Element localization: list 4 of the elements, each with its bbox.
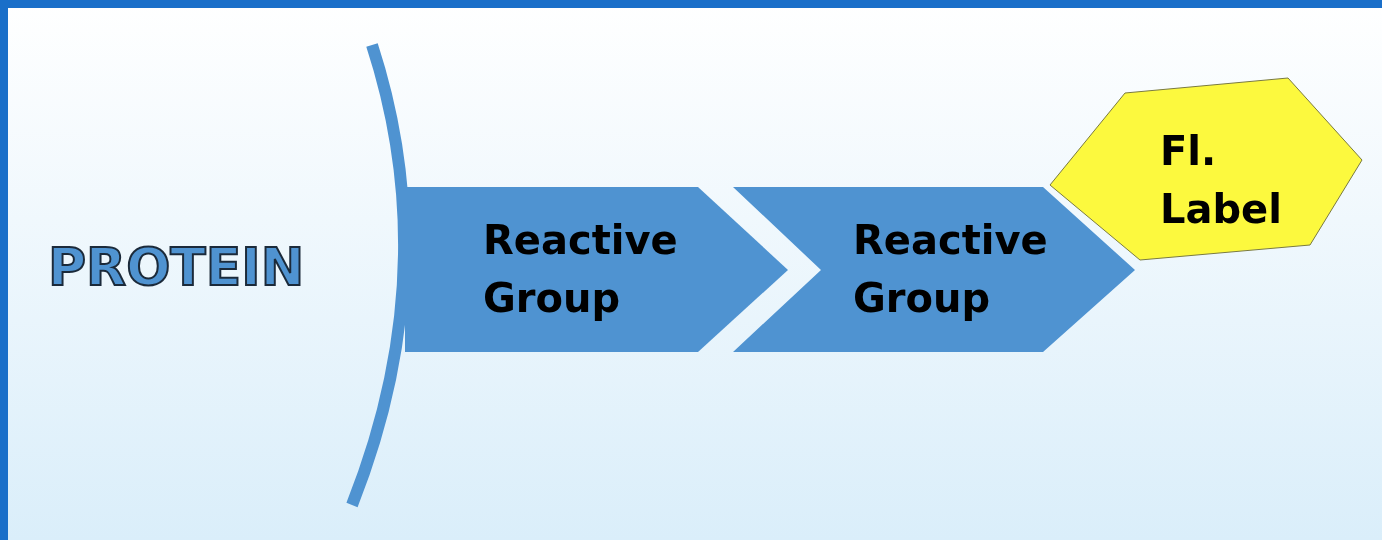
shape-label: Fl. Label (1160, 127, 1283, 234)
shape-label: Reactive Group (853, 216, 1049, 323)
shape-label: Reactive Group (483, 216, 679, 323)
protein-label: PROTEIN (48, 236, 305, 299)
